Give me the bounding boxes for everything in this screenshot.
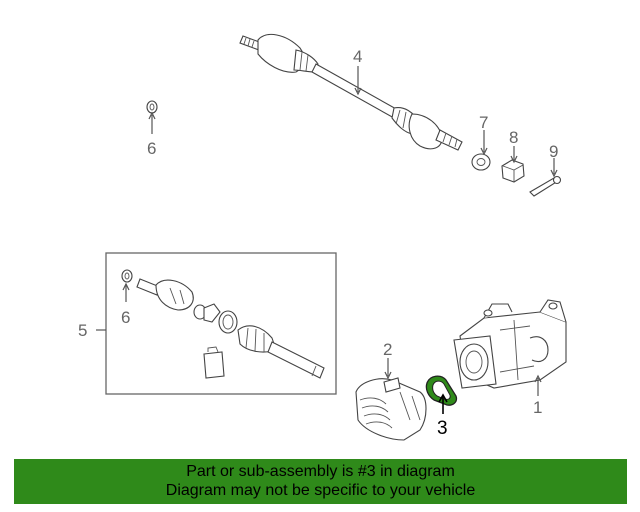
banner-line-1: Part or sub-assembly is #3 in diagram [186, 463, 455, 480]
transfer-case-part-1[interactable] [453, 299, 567, 389]
callout-2: 2 [383, 340, 392, 359]
nut-part-8[interactable] [501, 159, 525, 183]
seal-part-3-highlighted[interactable] [425, 375, 458, 406]
callout-6-top: 6 [147, 139, 156, 158]
leader-lines [96, 66, 558, 414]
callout-1: 1 [533, 398, 542, 417]
banner-line-2: Diagram may not be specific to your vehi… [165, 482, 476, 499]
callout-6-box: 6 [121, 308, 130, 327]
callout-9: 9 [549, 142, 558, 161]
callout-3-highlighted: 3 [437, 418, 448, 439]
cover-part-2[interactable] [355, 377, 427, 441]
callout-4: 4 [353, 47, 362, 66]
callout-5: 5 [78, 321, 87, 340]
washer-part-6-top[interactable] [146, 100, 158, 114]
info-banner: Part or sub-assembly is #3 in diagram Di… [14, 459, 627, 504]
half-shaft-part-4[interactable] [239, 33, 463, 151]
callout-7: 7 [479, 113, 488, 132]
boot-kit-box-part-5[interactable] [105, 252, 337, 395]
cotter-pin-part-9[interactable] [529, 175, 562, 197]
callout-8: 8 [509, 128, 518, 147]
washer-part-7[interactable] [471, 153, 491, 171]
